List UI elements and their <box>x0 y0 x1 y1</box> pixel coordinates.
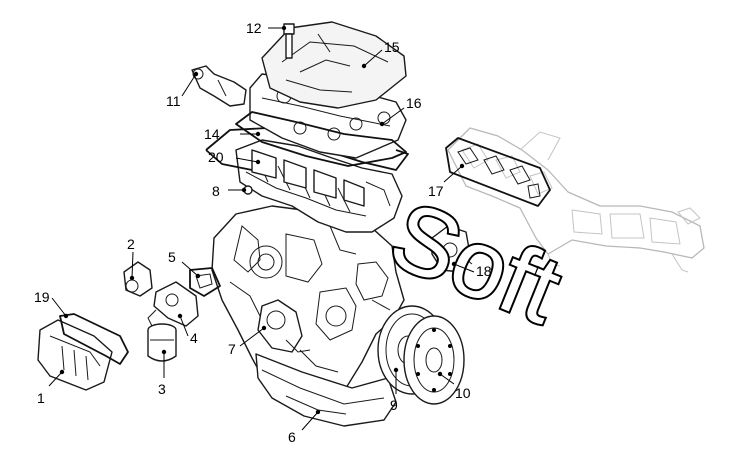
oil-filter-housing <box>147 281 199 327</box>
callout-19: 19 <box>34 289 50 305</box>
callout-6: 6 <box>288 429 296 445</box>
intake-runners <box>251 149 365 207</box>
callout-4: 4 <box>190 330 198 346</box>
callout-3: 3 <box>158 381 166 397</box>
callout-11: 11 <box>166 93 181 109</box>
pressure-sensor <box>123 261 153 297</box>
callout-7: 7 <box>228 341 236 357</box>
thermostat-housing <box>431 225 473 273</box>
callout-20: 20 <box>208 149 224 165</box>
callout-12: 12 <box>246 20 262 36</box>
control-module-housing <box>37 319 113 391</box>
callout-15: 15 <box>384 39 400 55</box>
exhaust-manifold-gasket <box>445 137 551 207</box>
callout-9: 9 <box>390 397 398 413</box>
module-gasket <box>59 313 129 365</box>
callout-1: 1 <box>37 390 45 406</box>
camshaft-sensor <box>191 65 247 107</box>
valve-cover-gasket <box>235 111 407 167</box>
water-pump <box>257 299 311 353</box>
callout-10: 10 <box>455 385 471 401</box>
leader-lines <box>48 25 475 431</box>
oil-filter <box>147 323 177 362</box>
engine-block <box>211 205 405 399</box>
callout-17: 17 <box>428 183 444 199</box>
callout-8: 8 <box>212 183 220 199</box>
engine-top-cover <box>261 21 407 109</box>
callout-labels: 1 2 3 4 5 6 7 8 9 10 11 12 14 15 16 17 1… <box>34 20 492 445</box>
callout-18: 18 <box>476 263 492 279</box>
flange-gasket <box>189 267 221 297</box>
callout-5: 5 <box>168 249 176 265</box>
callout-16: 16 <box>406 95 422 111</box>
clutch-plate <box>403 315 465 405</box>
callout-2: 2 <box>127 236 135 252</box>
callout-14: 14 <box>204 126 220 142</box>
exhaust-manifold-catalyst <box>447 127 705 273</box>
